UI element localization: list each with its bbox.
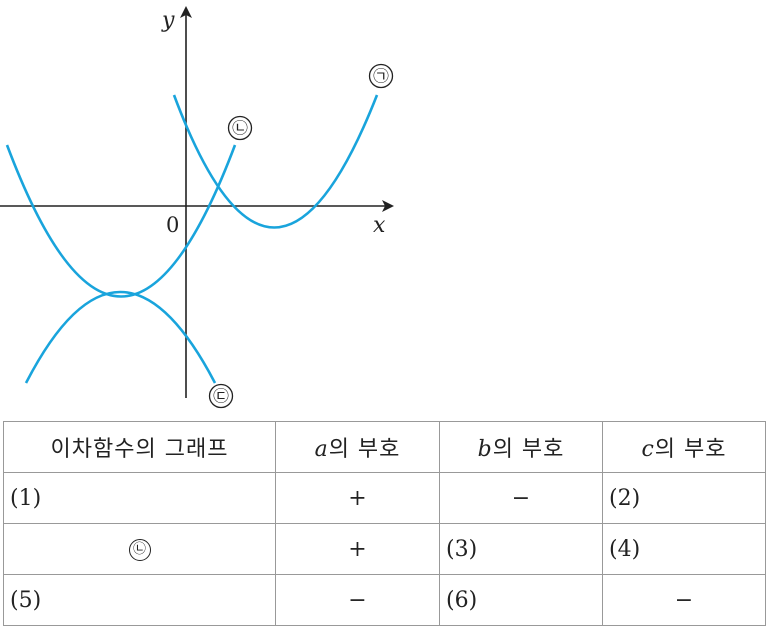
table-cell: − xyxy=(439,472,603,524)
table-row: (5) − (6) − xyxy=(3,574,766,626)
header-a-sign: a의 부호 xyxy=(275,421,440,473)
header-c-sign: c의 부호 xyxy=(602,421,766,473)
x-axis-label: x xyxy=(373,213,386,238)
table-cell: (6) xyxy=(439,574,603,626)
origin-label: 0 xyxy=(166,213,179,237)
svg-text:㉠: ㉠ xyxy=(373,67,389,86)
parabola-curve-2 xyxy=(5,144,237,298)
table-header-row: 이차함수의 그래프 a의 부호 b의 부호 c의 부호 xyxy=(3,421,766,473)
table-cell: − xyxy=(602,574,766,626)
table-cell: ㉡ xyxy=(3,523,276,575)
table-cell: (3) xyxy=(439,523,603,575)
parabola-curve-3 xyxy=(24,290,217,384)
curve-label-1: ㉠ xyxy=(368,63,394,89)
header-graph: 이차함수의 그래프 xyxy=(3,421,276,473)
parabola-graph: x y 0 ㉠ ㉡ ㉢ xyxy=(0,6,394,409)
table-cell: + xyxy=(275,472,440,524)
table-cell: + xyxy=(275,523,440,575)
y-axis-label: y xyxy=(161,8,175,33)
table-cell: (5) xyxy=(3,574,276,626)
table-row: ㉡ + (3) (4) xyxy=(3,523,766,575)
sign-table: 이차함수의 그래프 a의 부호 b의 부호 c의 부호 (1) + − (2) … xyxy=(3,421,766,626)
table-cell: (4) xyxy=(602,523,766,575)
svg-text:㉡: ㉡ xyxy=(232,119,248,138)
table-cell: (2) xyxy=(602,472,766,524)
curve-label-3: ㉢ xyxy=(208,383,234,409)
parabola-curve-1 xyxy=(172,94,379,229)
table-cell: (1) xyxy=(3,472,276,524)
svg-text:㉢: ㉢ xyxy=(213,387,229,406)
table-cell: − xyxy=(275,574,440,626)
circled-label: ㉡ xyxy=(128,538,151,561)
header-b-sign: b의 부호 xyxy=(439,421,603,473)
curve-label-2: ㉡ xyxy=(227,115,253,141)
table-row: (1) + − (2) xyxy=(3,472,766,524)
